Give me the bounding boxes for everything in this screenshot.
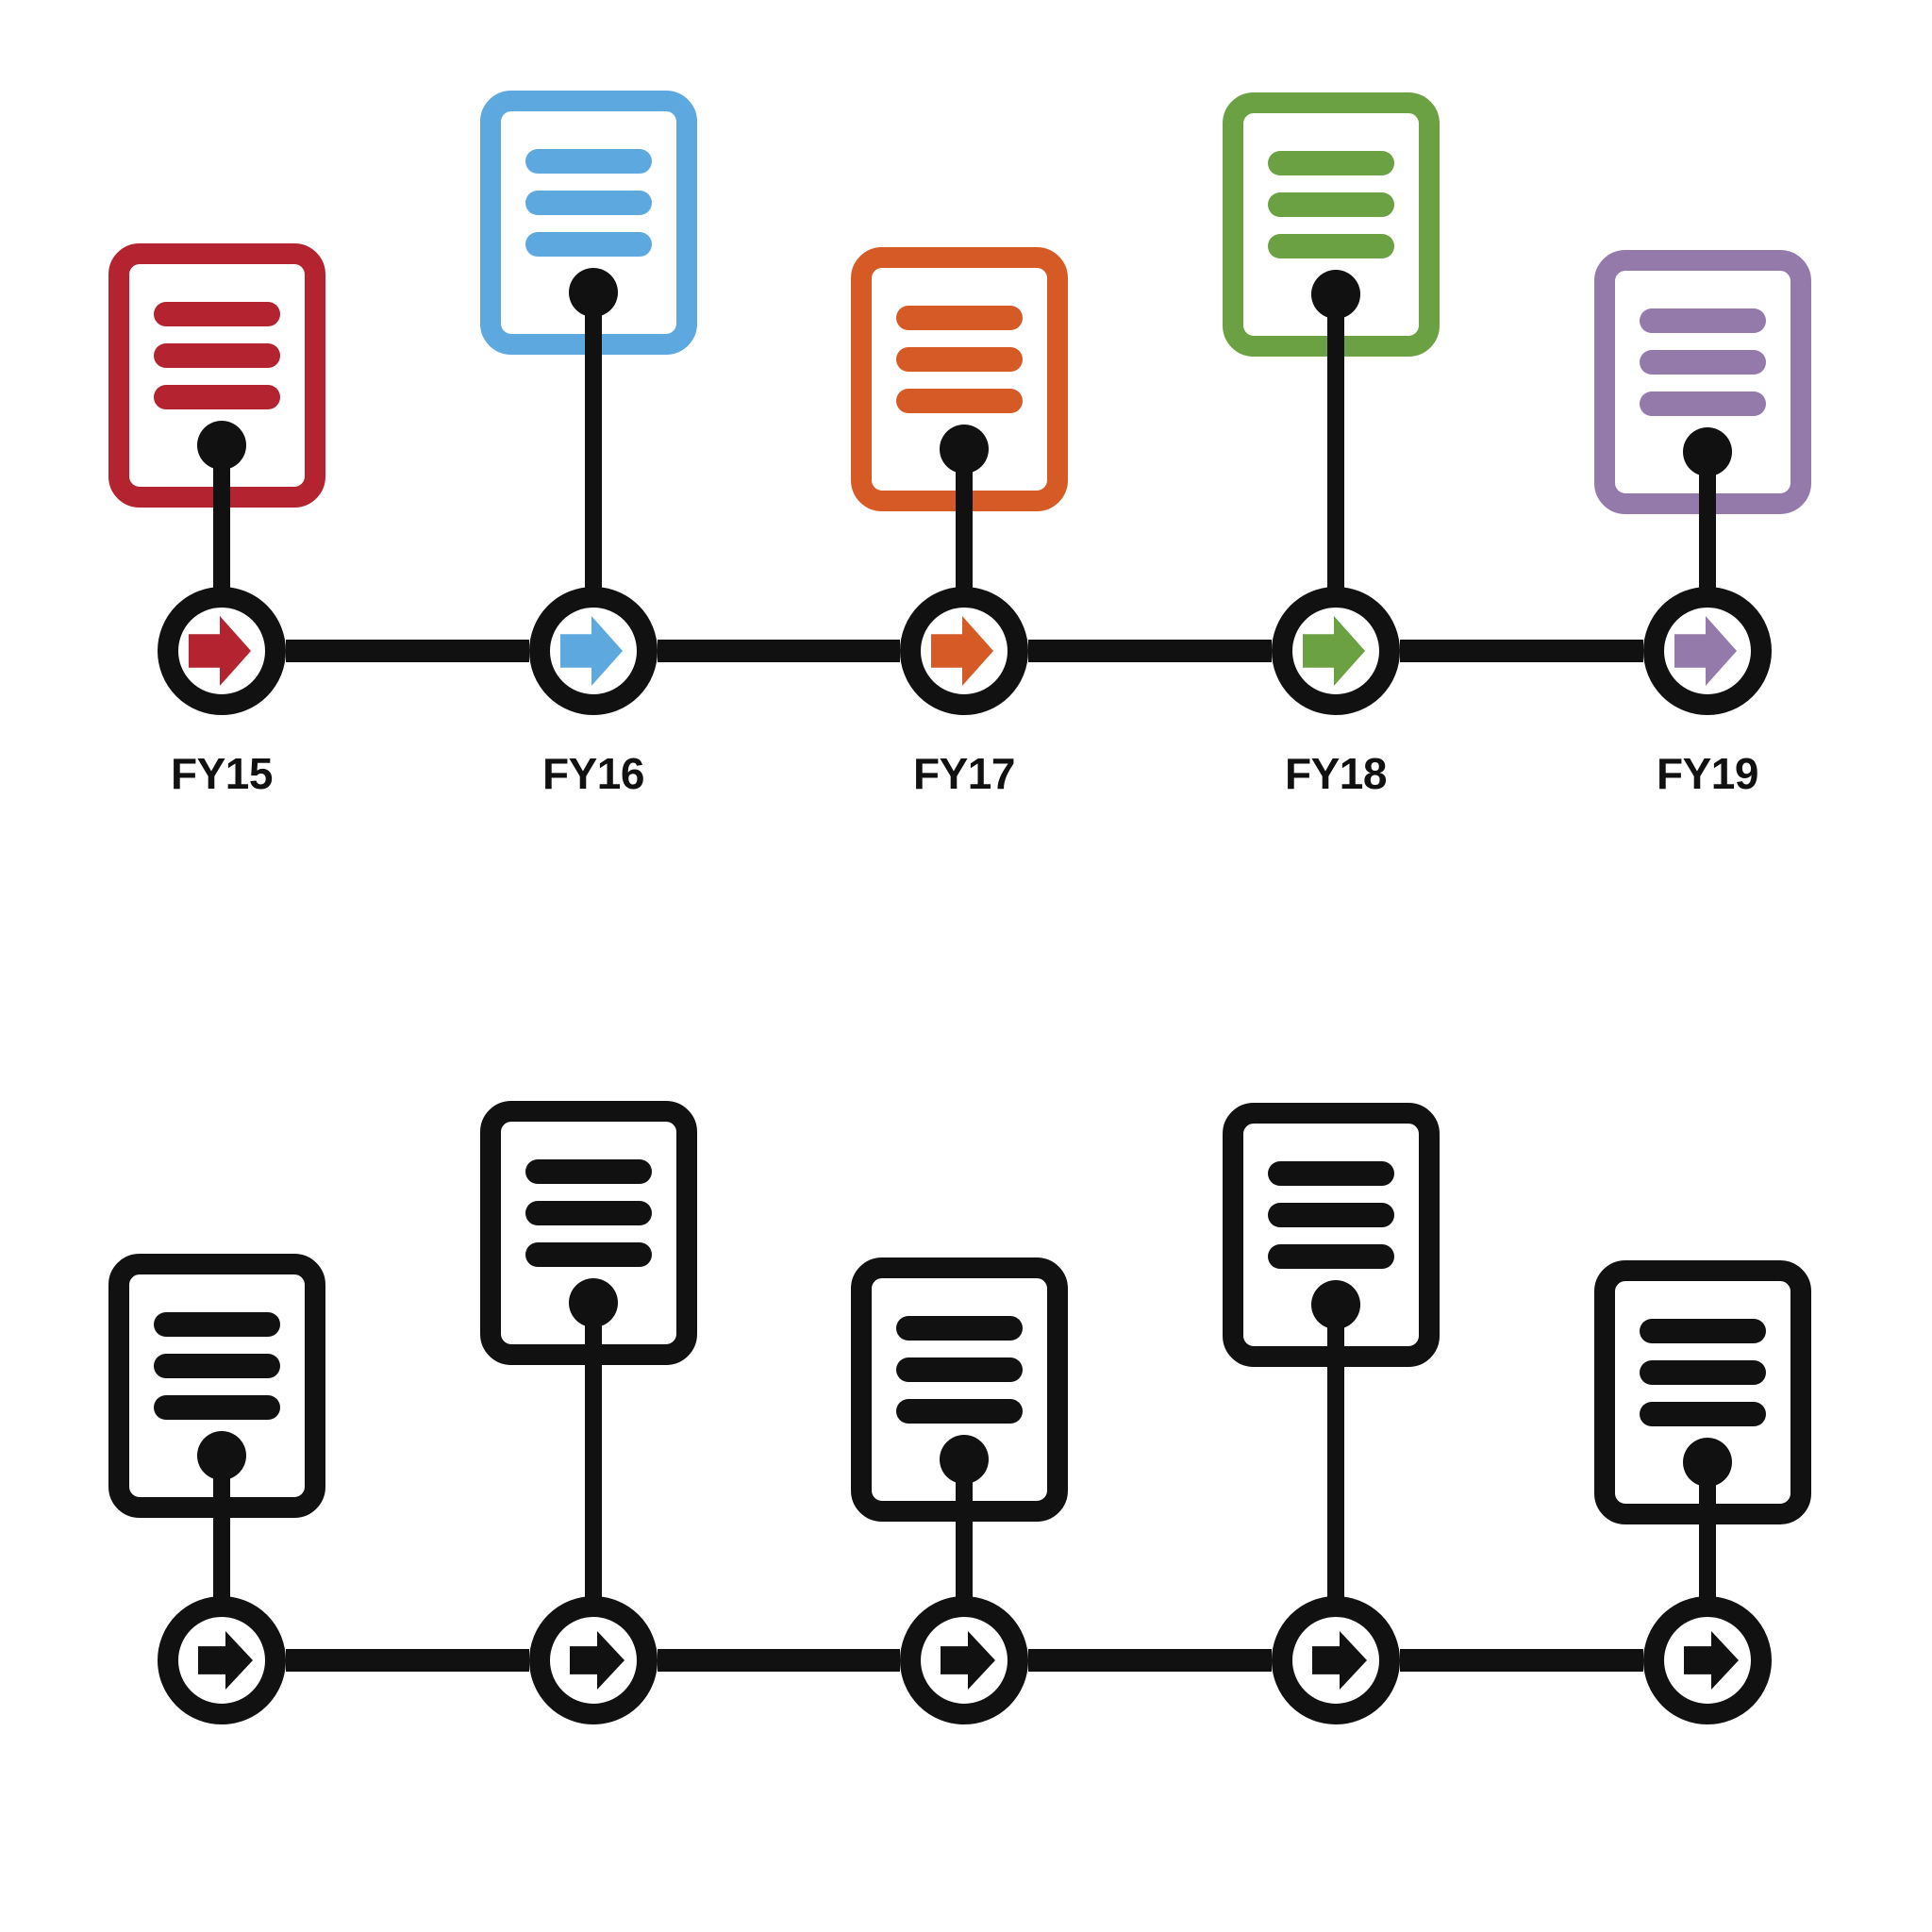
arrow-right-icon bbox=[1303, 616, 1365, 686]
card-text-line bbox=[154, 385, 280, 409]
card-text-line bbox=[525, 149, 652, 174]
connector-dot-icon bbox=[1683, 1438, 1732, 1487]
timeline-node-fy16[interactable] bbox=[480, 91, 697, 715]
connector-dot-icon bbox=[569, 268, 618, 317]
connector-dot-icon bbox=[197, 1431, 246, 1480]
card-text-line bbox=[1640, 308, 1766, 333]
timeline-node-step-1[interactable] bbox=[108, 1254, 325, 1724]
milestone-label: FY19 bbox=[1657, 749, 1758, 798]
milestone-label: FY17 bbox=[913, 749, 1015, 798]
connector-dot-icon bbox=[197, 421, 246, 470]
timeline-node-step-4[interactable] bbox=[1223, 1103, 1440, 1724]
arrow-right-icon bbox=[1684, 1631, 1739, 1690]
connector-dot-icon bbox=[940, 1435, 989, 1484]
arrow-right-icon bbox=[931, 616, 993, 686]
card-text-line bbox=[896, 1316, 1023, 1341]
card-text-line bbox=[154, 302, 280, 326]
card-text-line bbox=[1268, 1161, 1394, 1186]
timeline-node-step-3[interactable] bbox=[851, 1257, 1068, 1724]
card-text-line bbox=[896, 1399, 1023, 1424]
card-text-line bbox=[896, 306, 1023, 330]
card-text-line bbox=[154, 1395, 280, 1420]
card-text-line bbox=[154, 1354, 280, 1378]
connector-dot-icon bbox=[569, 1278, 618, 1327]
arrow-right-icon bbox=[570, 1631, 625, 1690]
milestone-label: FY18 bbox=[1285, 749, 1387, 798]
card-text-line bbox=[1640, 391, 1766, 416]
card-text-line bbox=[896, 1357, 1023, 1382]
card-text-line bbox=[154, 1312, 280, 1337]
card-text-line bbox=[1640, 350, 1766, 375]
card-text-line bbox=[1268, 1244, 1394, 1269]
connector-dot-icon bbox=[1683, 427, 1732, 476]
card-text-line bbox=[525, 191, 652, 215]
connector-dot-icon bbox=[1311, 270, 1360, 319]
card-text-line bbox=[1268, 192, 1394, 217]
card-text-line bbox=[1640, 1360, 1766, 1385]
arrow-right-icon bbox=[941, 1631, 995, 1690]
card-text-line bbox=[525, 1201, 652, 1225]
card-text-line bbox=[896, 347, 1023, 372]
milestone-label: FY16 bbox=[542, 749, 644, 798]
card-text-line bbox=[896, 389, 1023, 413]
card-text-line bbox=[1640, 1402, 1766, 1426]
card-text-line bbox=[1268, 151, 1394, 175]
arrow-right-icon bbox=[1674, 616, 1737, 686]
colored-timeline-group: FY15 FY16 FY17 FY18 FY19 bbox=[108, 91, 1811, 798]
arrow-right-icon bbox=[198, 1631, 253, 1690]
timeline-node-step-2[interactable] bbox=[480, 1101, 697, 1724]
card-text-line bbox=[1268, 1203, 1394, 1227]
timeline-node-fy15[interactable] bbox=[108, 243, 325, 715]
card-text-line bbox=[525, 1242, 652, 1267]
timeline-node-fy19[interactable] bbox=[1594, 250, 1811, 715]
timeline-node-fy18[interactable] bbox=[1223, 92, 1440, 715]
arrow-right-icon bbox=[560, 616, 623, 686]
connector-dot-icon bbox=[1311, 1280, 1360, 1329]
card-text-line bbox=[1640, 1319, 1766, 1343]
card-text-line bbox=[154, 343, 280, 368]
milestone-label: FY15 bbox=[171, 749, 273, 798]
card-text-line bbox=[1268, 234, 1394, 258]
monochrome-timeline-group bbox=[108, 1101, 1811, 1724]
arrow-right-icon bbox=[1312, 1631, 1367, 1690]
card-text-line bbox=[525, 1159, 652, 1184]
timeline-node-step-5[interactable] bbox=[1594, 1260, 1811, 1724]
card-text-line bbox=[525, 232, 652, 257]
arrow-right-icon bbox=[189, 616, 251, 686]
timeline-node-fy17[interactable] bbox=[851, 247, 1068, 715]
connector-dot-icon bbox=[940, 425, 989, 474]
